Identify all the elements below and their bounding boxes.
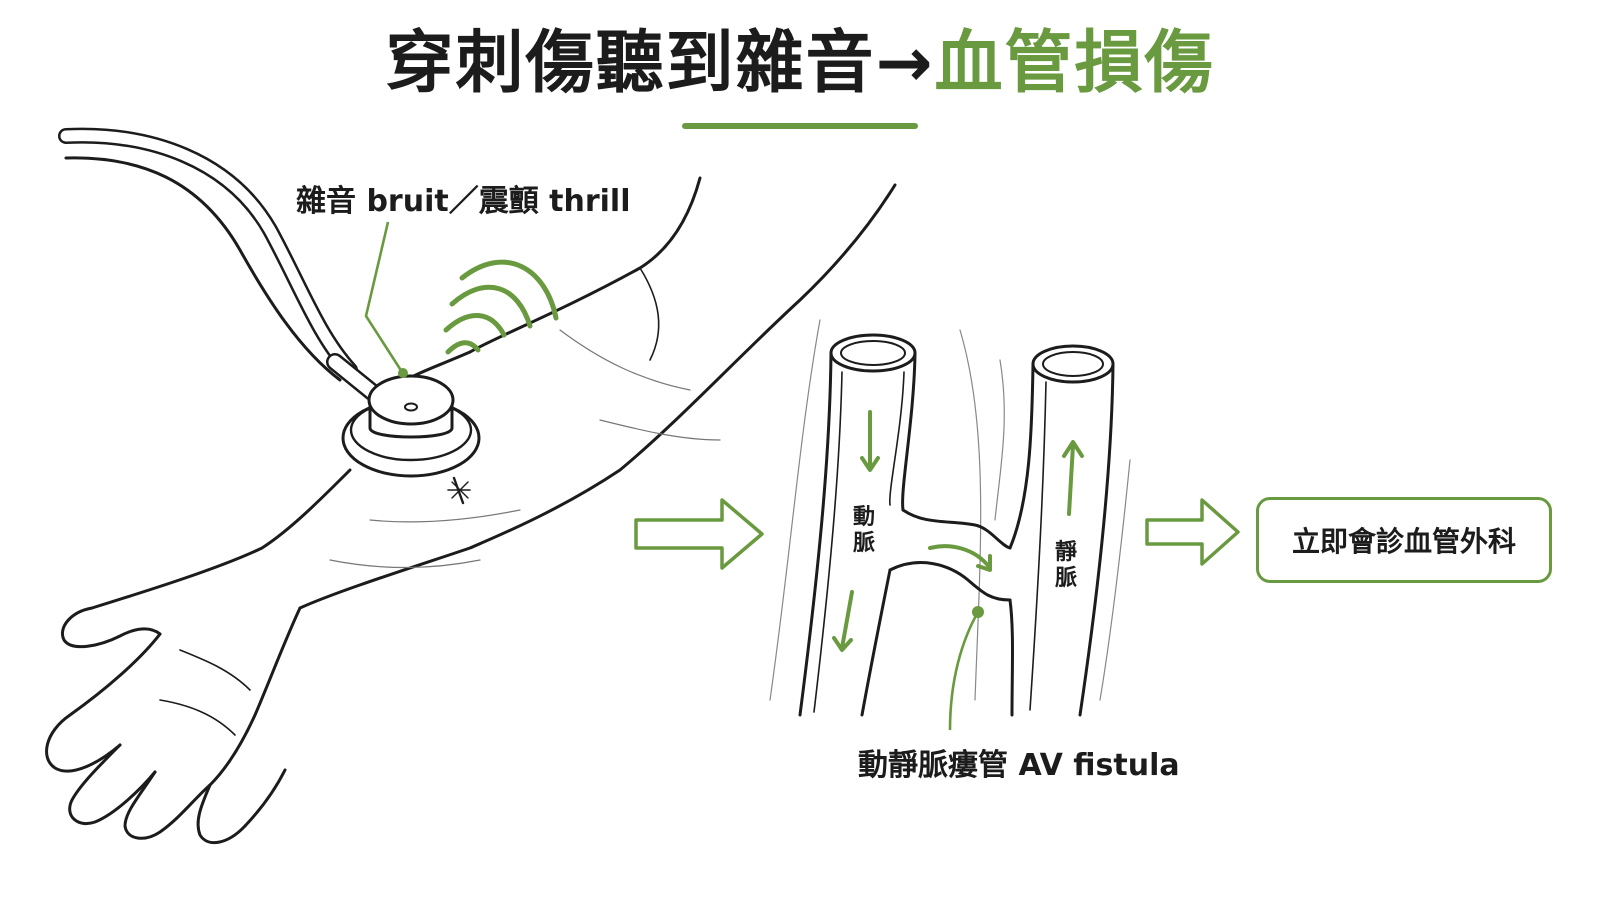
bruit-thrill-label: 雜音 bruit／震顫 thrill: [296, 184, 631, 219]
fistula-pointer: [948, 606, 984, 731]
sound-wave-icon: [443, 259, 559, 355]
consult-vascular-surgery-box: 立即會診血管外科: [1256, 497, 1552, 583]
fistula-label: 動靜脈瘻管 AV fistula: [858, 748, 1180, 783]
vein-label: 靜脈: [1054, 540, 1077, 591]
artery-label: 動脈: [852, 505, 875, 556]
stethoscope-icon: [58, 127, 481, 478]
arrow-right-icon-2: [1145, 498, 1240, 566]
puncture-wound-icon: [447, 476, 471, 505]
arm-drawing: [45, 176, 897, 845]
title-underline: [682, 123, 918, 129]
bruit-pointer: [364, 221, 408, 378]
title-part-dark: 穿刺傷聽到雜音→: [385, 24, 935, 103]
arrow-right-icon: [634, 498, 764, 570]
vessel-diagram: [769, 319, 1131, 717]
flow-arrows: [832, 410, 1084, 652]
page-title: 穿刺傷聽到雜音→血管損傷: [0, 22, 1600, 106]
title-part-accent: 血管損傷: [934, 24, 1215, 103]
action-text: 立即會診血管外科: [1291, 525, 1516, 558]
